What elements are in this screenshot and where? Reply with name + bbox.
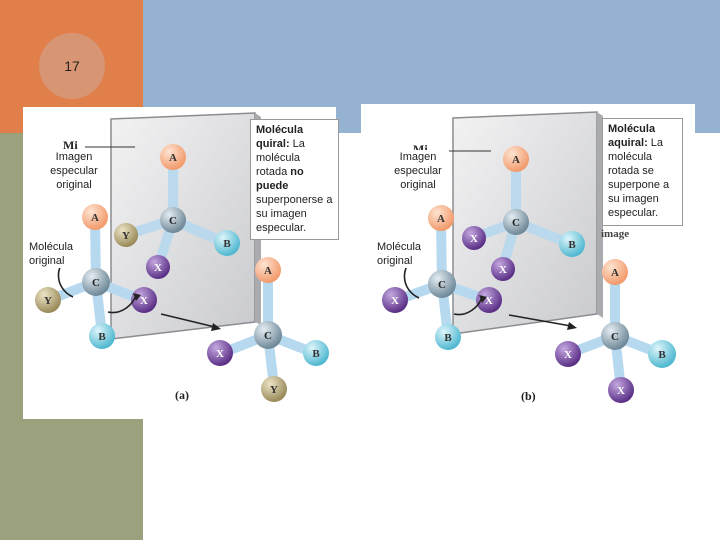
atom-y	[35, 287, 61, 313]
callout-strong: no puede	[256, 166, 304, 192]
atom-x-label: X	[216, 348, 224, 360]
atom-b-label: B	[568, 239, 576, 251]
panel-a-diagram: Mi A Y C B X	[35, 112, 329, 402]
atom-a-label: A	[611, 267, 619, 279]
atom-x-label: X	[140, 295, 148, 307]
atom-x	[207, 340, 233, 366]
callout-text: La molécula rotada se superpone a su ima…	[608, 137, 670, 219]
atom-b	[435, 324, 461, 350]
atom-a-label: A	[512, 154, 520, 166]
atom-b	[89, 323, 115, 349]
atom-y	[114, 223, 138, 247]
atom-x	[462, 226, 486, 250]
atom-c-label: C	[512, 217, 520, 229]
atom-c	[160, 207, 186, 233]
atom-x	[146, 255, 170, 279]
panel-label: (a)	[175, 388, 189, 402]
mirror-edge	[597, 112, 603, 318]
atom-x-label: X	[485, 295, 493, 307]
atom-c-label: C	[169, 215, 177, 227]
atom-y-label: Y	[122, 230, 130, 242]
arrowhead	[211, 323, 221, 331]
atom-a	[255, 257, 281, 283]
atom-c	[601, 322, 629, 350]
reflected-molecule: A X C B X	[462, 146, 585, 281]
rotated-molecule: A C X B Y	[207, 257, 329, 402]
atom-x	[555, 341, 581, 367]
callout-text: La molécula rotada	[256, 138, 305, 178]
atom-x-label: X	[391, 295, 399, 307]
atom-x	[476, 287, 502, 313]
atom-x	[382, 287, 408, 313]
original-molecule: A C Y X B	[35, 204, 157, 349]
callout-strong: Molécula quiral:	[256, 124, 304, 150]
atom-b-label: B	[658, 349, 666, 361]
move-arrow-icon	[508, 314, 572, 327]
atom-a	[160, 144, 186, 170]
arrowhead	[133, 293, 141, 301]
atom-a-label: A	[437, 213, 445, 225]
callout-achiral: Molécula aquiral: La molécula rotada se …	[602, 118, 683, 226]
atom-b-label: B	[98, 331, 106, 343]
atom-b	[303, 340, 329, 366]
atom-x-label: X	[154, 262, 162, 274]
atom-y-label: Y	[270, 384, 278, 396]
move-arrow-icon	[160, 313, 216, 328]
atom-c	[82, 268, 110, 296]
atom-b-label: B	[223, 238, 231, 250]
reflected-molecule: A Y C B X	[114, 144, 240, 279]
atom-x	[491, 257, 515, 281]
atom-y	[261, 376, 287, 402]
atom-x-label: X	[564, 349, 572, 361]
atom-b	[648, 340, 676, 368]
atom-x-label: X	[617, 385, 625, 397]
atom-x	[608, 377, 634, 403]
atom-a	[82, 204, 108, 230]
atom-c	[428, 270, 456, 298]
atom-b	[214, 230, 240, 256]
rotated-molecule: A C X B X	[555, 259, 676, 403]
caption-original: Molécula original	[377, 240, 429, 268]
atom-c	[254, 321, 282, 349]
mirror-label: Mi	[63, 138, 78, 152]
atom-x-label: X	[470, 233, 478, 245]
atom-c-label: C	[438, 279, 446, 291]
image-label: image	[601, 228, 629, 240]
callout-strong: Molécula aquiral:	[608, 123, 656, 149]
panel-b-diagram: Mi image A X C B X	[382, 111, 676, 403]
atom-b-label: B	[312, 348, 320, 360]
callout-chiral: Molécula quiral: La molécula rotada no p…	[250, 119, 339, 240]
atom-c	[503, 209, 529, 235]
atom-c-label: C	[264, 330, 272, 342]
atom-a-label: A	[169, 152, 177, 164]
slide-number: 17	[39, 33, 105, 99]
atom-x-label: X	[499, 264, 507, 276]
callout-text: superponerse a su imagen especular.	[256, 194, 333, 234]
atom-b	[559, 231, 585, 257]
atom-c-label: C	[92, 277, 100, 289]
arrowhead	[479, 295, 487, 303]
caption-mirror-image: Imagen especular original	[387, 150, 449, 192]
atom-a	[428, 205, 454, 231]
atom-a-label: A	[91, 212, 99, 224]
atom-b-label: B	[444, 332, 452, 344]
atom-x	[131, 287, 157, 313]
atom-a-label: A	[264, 265, 272, 277]
atom-a	[503, 146, 529, 172]
caption-mirror-image: Imagen especular original	[43, 150, 105, 192]
atom-a	[602, 259, 628, 285]
arrowhead	[567, 322, 577, 330]
atom-y-label: Y	[44, 295, 52, 307]
panel-label: (b)	[521, 389, 536, 403]
atom-c-label: C	[611, 331, 619, 343]
caption-original: Molécula original	[29, 240, 81, 268]
